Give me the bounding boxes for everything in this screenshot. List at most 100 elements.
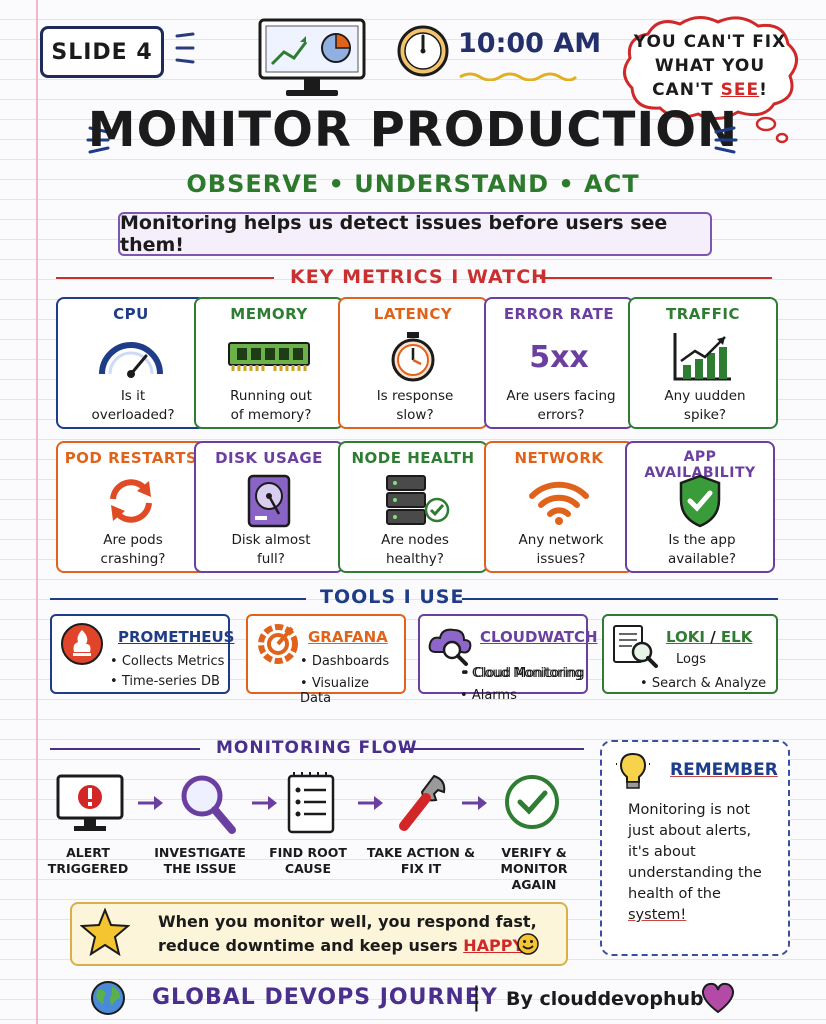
cloud-line-3-pre: CAN'T — [652, 80, 721, 100]
clock-icon — [396, 24, 450, 82]
wrench-icon — [394, 772, 450, 840]
cloudwatch-icon — [426, 624, 474, 672]
tool-bullet-text: Cloud Monitoring — [473, 666, 585, 681]
tool-card-grafana: GRAFANA • Dashboards • Visualize Data — [246, 614, 406, 706]
remember-title: REMEMBER — [670, 760, 778, 780]
globe-icon — [90, 980, 126, 1020]
metric-desc-line: Are pods — [103, 532, 163, 548]
metric-desc-line: Are users facing — [506, 388, 616, 404]
metric-desc-line: Are nodes — [381, 532, 449, 548]
thought-cloud — [618, 14, 804, 144]
metrics-section-title: KEY METRICS I WATCH — [290, 266, 549, 288]
metric-desc-line: errors? — [537, 407, 585, 423]
time-underline — [458, 66, 578, 85]
metric-desc-line: spike? — [683, 407, 727, 423]
gauge-icon — [58, 329, 204, 385]
metric-title: NETWORK — [514, 449, 604, 467]
tool-bullet: • Collects Metrics — [110, 654, 225, 669]
log-search-icon — [612, 624, 660, 674]
tool-bullet-text: Dashboards — [311, 654, 390, 669]
flow-step-line: ALERT — [66, 845, 110, 860]
star-icon — [79, 907, 131, 960]
flow-step-label: VERIFY &MONITOR AGAIN — [478, 845, 590, 893]
tip-note-line-pre: reduce downtime and keep users — [158, 936, 464, 955]
flow-step-line: FIX IT — [400, 861, 442, 876]
tool-bullet-text: Visualize Data — [300, 676, 370, 706]
tagline-box: Monitoring helps us detect issues before… — [118, 212, 712, 256]
flow-rule-right — [400, 748, 584, 750]
metric-desc-line: Disk almost — [231, 532, 311, 548]
arrow-right-icon — [136, 794, 164, 816]
tool-name-loki: LOKI — [666, 628, 705, 646]
tool-name: LOKI / ELK — [666, 628, 752, 646]
tool-bullet-text: Collects Metrics — [121, 654, 225, 669]
traffic-chart-icon — [630, 329, 776, 385]
metric-title: TRAFFIC — [666, 305, 740, 323]
tool-name-separator: / — [704, 628, 721, 646]
smiley-icon — [516, 932, 540, 960]
metrics-rule-left — [56, 277, 274, 279]
flow-rule-left — [50, 748, 200, 750]
title-left-dashes-icon — [86, 120, 112, 164]
metric-desc-line: full? — [257, 551, 285, 567]
page-title: MONITOR PRODUCTION — [87, 102, 739, 158]
stopwatch-icon — [340, 329, 486, 385]
tool-bullet: • Time-series DB — [110, 674, 220, 689]
shield-check-icon — [627, 473, 773, 529]
footer-author: By clouddevophub — [506, 988, 704, 1010]
tool-bullet: • Visualize Data — [300, 676, 370, 706]
metric-desc-line: of memory? — [230, 407, 312, 423]
sparkle-dashes-icon — [174, 30, 196, 71]
metric-desc: Disk almost full? — [200, 531, 342, 569]
tool-bullet-text: Search & Analyze — [651, 676, 767, 691]
remember-line: system! — [628, 907, 687, 923]
tools-section-title: TOOLS I USE — [320, 586, 465, 608]
metrics-rule-right — [540, 277, 772, 279]
grafana-icon — [256, 622, 300, 670]
metric-card-network: NETWORK Any network issues? — [484, 441, 634, 573]
tool-name: CLOUDWATCH — [480, 628, 598, 646]
tool-card-prometheus: PROMETHEUS • Collects Metrics • Time-ser… — [50, 614, 234, 694]
tool-bullet: • Dashboards — [300, 654, 390, 669]
flow-step-line: MONITOR AGAIN — [500, 861, 568, 892]
arrow-right-icon — [356, 794, 384, 816]
tool-bullet: • Cloud Monitoring — [462, 666, 585, 681]
cloud-emphasis-see: SEE — [720, 80, 760, 100]
restart-arrows-icon — [58, 473, 204, 529]
tip-note-box — [70, 902, 568, 966]
tip-note-emphasis-happy: HAPPY! — [463, 936, 532, 955]
metric-desc: Any network issues? — [490, 531, 632, 569]
remember-line: it's about — [628, 844, 696, 860]
metric-title: MEMORY — [230, 305, 308, 323]
arrow-right-icon — [460, 794, 488, 816]
arrow-right-icon — [250, 794, 278, 816]
flow-step-label: TAKE ACTION &FIX IT — [362, 845, 480, 877]
flow-step-line: THE ISSUE — [163, 861, 237, 876]
time-label: 10:00 AM — [458, 28, 602, 59]
remember-line: just about alerts, — [628, 823, 752, 839]
metric-title: APP AVAILABILITY — [644, 449, 756, 481]
heart-icon — [700, 982, 736, 1018]
metric-desc-line: Any network — [518, 532, 604, 548]
page-subtitle: OBSERVE • UNDERSTAND • ACT — [186, 170, 640, 198]
notebook-margin-line — [36, 0, 38, 1024]
metric-desc-line: issues? — [536, 551, 586, 567]
flow-step-line: INVESTIGATE — [154, 845, 246, 860]
ram-chip-icon — [196, 329, 342, 385]
metric-desc-line: Is response — [376, 388, 454, 404]
footer-brand: GLOBAL DEVOPS JOURNEY — [152, 985, 498, 1010]
metric-desc-line: healthy? — [386, 551, 444, 567]
magnifier-icon — [178, 772, 238, 840]
tool-bullet-text: Alarms — [471, 688, 517, 703]
metric-desc-line: Is it — [120, 388, 146, 404]
flow-step-line: TRIGGERED — [47, 861, 129, 876]
